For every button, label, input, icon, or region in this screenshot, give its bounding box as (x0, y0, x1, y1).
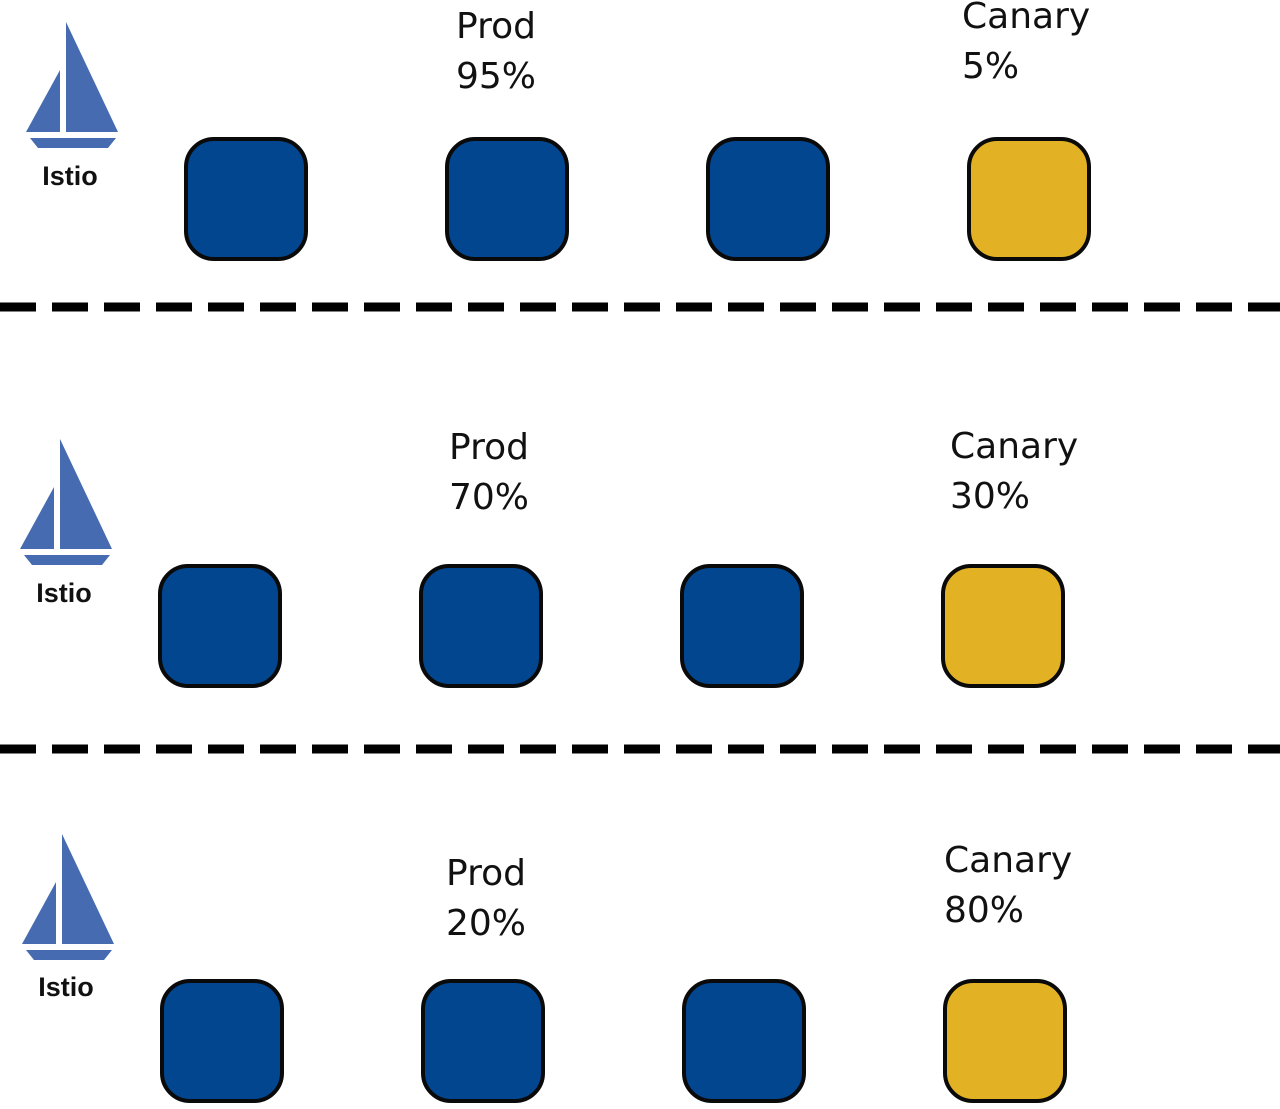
istio-hull (24, 555, 110, 565)
istio-sail-icon (26, 22, 118, 148)
istio-logo: Istio (18, 437, 128, 617)
section-divider (0, 302, 1280, 312)
istio-sail-main (66, 22, 118, 132)
istio-sail-main (62, 834, 114, 944)
canary-name: Canary (950, 426, 1079, 467)
prod-pod (160, 979, 284, 1103)
istio-logo: Istio (20, 832, 130, 1012)
canary-label: Canary 5% (962, 0, 1090, 92)
prod-pod (706, 137, 830, 261)
istio-logo-text: Istio (42, 161, 98, 191)
prod-pod (421, 979, 545, 1103)
prod-label: Prod 95% (456, 2, 536, 102)
istio-sail-icon (20, 439, 112, 565)
prod-pod (445, 137, 569, 261)
istio-sail-small (20, 487, 54, 549)
prod-percent: 20% (446, 903, 527, 944)
istio-hull (26, 950, 112, 960)
canary-pod (967, 137, 1091, 261)
canary-percent: 80% (944, 890, 1025, 931)
canary-label: Canary 30% (950, 422, 1078, 522)
istio-sail-main (60, 439, 112, 549)
istio-logo-text: Istio (36, 578, 92, 608)
canary-name: Canary (962, 0, 1091, 37)
canary-pod (943, 979, 1067, 1103)
prod-name: Prod (456, 6, 536, 47)
prod-label: Prod 70% (449, 423, 529, 523)
traffic-split-panel-3: Istio Prod 20% Canary 80% (0, 832, 1280, 1109)
prod-name: Prod (449, 427, 529, 468)
prod-pod (158, 564, 282, 688)
istio-logo: Istio (24, 20, 134, 200)
canary-pod (941, 564, 1065, 688)
prod-pod (419, 564, 543, 688)
istio-sail-small (22, 882, 56, 944)
canary-percent: 5% (962, 46, 1020, 87)
traffic-split-panel-2: Istio Prod 70% Canary 30% (0, 420, 1280, 720)
istio-hull (30, 138, 116, 148)
prod-percent: 95% (456, 56, 537, 97)
prod-pod (682, 979, 806, 1103)
traffic-split-panel-1: Istio Prod 95% Canary 5% (0, 0, 1280, 300)
prod-label: Prod 20% (446, 849, 526, 949)
prod-pod (680, 564, 804, 688)
canary-percent: 30% (950, 476, 1031, 517)
istio-sail-small (26, 70, 60, 132)
prod-percent: 70% (449, 477, 530, 518)
canary-label: Canary 80% (944, 836, 1072, 936)
istio-logo-text: Istio (38, 972, 94, 1002)
prod-name: Prod (446, 853, 526, 894)
canary-name: Canary (944, 840, 1073, 881)
prod-pod (184, 137, 308, 261)
istio-sail-icon (22, 834, 114, 960)
section-divider (0, 744, 1280, 754)
